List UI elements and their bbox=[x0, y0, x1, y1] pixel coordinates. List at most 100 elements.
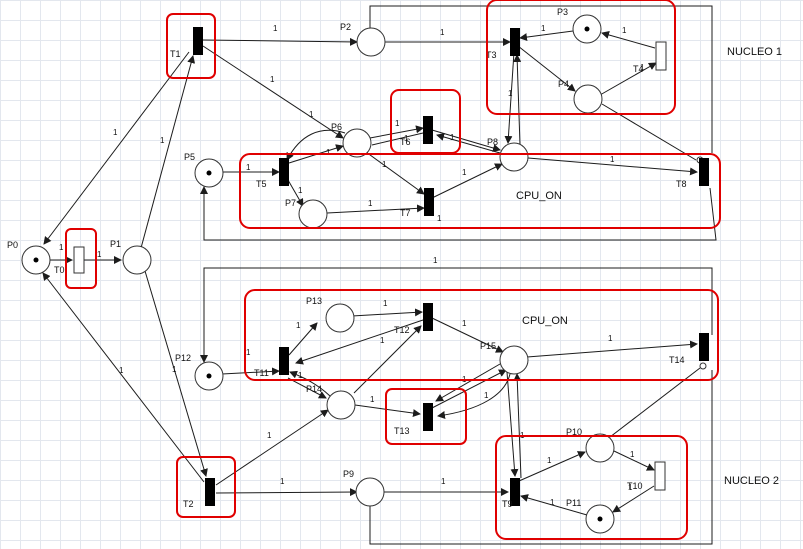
place-p8[interactable] bbox=[499, 142, 529, 172]
label-t5: T5 bbox=[256, 179, 267, 189]
arc-t6-p6-back bbox=[371, 132, 424, 146]
weight-label: 1 bbox=[630, 450, 635, 459]
arc-p15-t9 bbox=[506, 371, 519, 477]
inhibitor-end-t14 bbox=[699, 362, 707, 370]
arc-p6-t7 bbox=[365, 151, 425, 195]
weight-label: 1 bbox=[246, 163, 251, 172]
arc-p3-t3 bbox=[519, 30, 574, 42]
label-t6: T6 bbox=[400, 137, 411, 147]
weight-label: 1 bbox=[433, 256, 438, 265]
transition-t8[interactable] bbox=[699, 158, 709, 186]
label-p8: P8 bbox=[487, 137, 498, 147]
arc-t14-p12 bbox=[200, 267, 713, 363]
weight-label: 1 bbox=[172, 365, 177, 374]
transition-t6[interactable] bbox=[423, 116, 433, 144]
place-p7[interactable] bbox=[298, 199, 328, 229]
place-p1[interactable] bbox=[122, 245, 152, 275]
place-p10[interactable] bbox=[585, 433, 615, 463]
transition-t5[interactable] bbox=[279, 158, 289, 186]
arc-t7-p8 bbox=[431, 163, 503, 199]
highlight-box-nucleo1-top bbox=[486, 0, 676, 115]
label-cpu-on-1: CPU_ON bbox=[516, 190, 562, 202]
weight-label: 1 bbox=[395, 119, 400, 128]
arc-t1-p2 bbox=[202, 37, 358, 46]
weight-label: 1 bbox=[640, 63, 645, 72]
weight-label: 1 bbox=[622, 26, 627, 35]
weight-label: 1 bbox=[484, 391, 489, 400]
token-p12 bbox=[206, 373, 212, 379]
transition-t10[interactable] bbox=[654, 461, 666, 491]
transition-t1[interactable] bbox=[193, 27, 203, 55]
arc-t8-p5 bbox=[200, 186, 717, 241]
weight-label: 1 bbox=[270, 75, 275, 84]
place-p9[interactable] bbox=[355, 477, 385, 507]
transition-t13[interactable] bbox=[423, 403, 433, 431]
transition-t0[interactable] bbox=[73, 246, 85, 274]
transition-t4[interactable] bbox=[655, 41, 667, 71]
arc-t9-p10 bbox=[518, 451, 586, 482]
transition-t14[interactable] bbox=[699, 333, 709, 361]
weight-label: 1 bbox=[462, 168, 467, 177]
arc-p6-t5 bbox=[286, 129, 346, 161]
place-p6[interactable] bbox=[342, 128, 372, 158]
label-nucleo-2: NUCLEO 2 bbox=[724, 475, 779, 487]
labels: P0 P1 P2 P3 P4 P5 P6 P7 P8 P9 P10 P11 P1… bbox=[7, 7, 782, 509]
transition-t12[interactable] bbox=[423, 303, 433, 331]
highlight-box-cpu-on-2 bbox=[244, 289, 719, 381]
arc-p14-t12 bbox=[353, 325, 422, 394]
transition-t7[interactable] bbox=[424, 188, 434, 216]
weight-label: 1 bbox=[59, 243, 64, 252]
transition-t11[interactable] bbox=[279, 347, 289, 375]
highlight-box-t1 bbox=[166, 13, 216, 79]
arc-nucleo2-border bbox=[369, 370, 713, 545]
label-t1: T1 bbox=[170, 49, 181, 59]
label-t7: T7 bbox=[400, 208, 411, 218]
highlight-box-nucleo2-bottom bbox=[495, 435, 688, 540]
token-p0 bbox=[33, 257, 39, 263]
arc-p11-t9 bbox=[520, 494, 588, 516]
arc-t2-p0 bbox=[42, 272, 205, 483]
label-t8: T8 bbox=[676, 179, 687, 189]
weight-label: 1 bbox=[608, 334, 613, 343]
weight-label: 1 bbox=[119, 366, 124, 375]
place-p15[interactable] bbox=[499, 345, 529, 375]
weight-label: 1 bbox=[298, 186, 303, 195]
highlight-box-t13 bbox=[385, 388, 467, 445]
place-p4[interactable] bbox=[573, 84, 603, 114]
transition-t3[interactable] bbox=[510, 28, 520, 56]
arc-p7-t7 bbox=[326, 204, 425, 214]
place-p14[interactable] bbox=[326, 390, 356, 420]
weight-label: 1 bbox=[280, 477, 285, 486]
weight-label: 1 bbox=[246, 348, 251, 357]
weight-label: 1 bbox=[273, 24, 278, 33]
arc-t13-p15 bbox=[431, 369, 507, 409]
label-t0: T0 bbox=[54, 265, 65, 275]
weight-label: 1 bbox=[550, 498, 555, 507]
arc-t12-t11 bbox=[295, 319, 424, 365]
weight-label: 1 bbox=[326, 148, 331, 157]
arc-p14-t13 bbox=[354, 404, 421, 418]
weight-label: 1 bbox=[383, 299, 388, 308]
transition-t2[interactable] bbox=[205, 478, 215, 506]
label-nucleo-1: NUCLEO 1 bbox=[727, 46, 782, 58]
label-p14: P14 bbox=[306, 384, 322, 394]
label-t3: T3 bbox=[486, 50, 497, 60]
arc-t11-p14 bbox=[287, 377, 327, 399]
label-t11: T11 bbox=[254, 368, 269, 378]
label-p5: P5 bbox=[184, 152, 195, 162]
place-p13[interactable] bbox=[325, 303, 355, 333]
label-p4: P4 bbox=[558, 79, 569, 89]
label-p9: P9 bbox=[343, 469, 354, 479]
arc-t1-p0 bbox=[43, 51, 190, 245]
label-p6: P6 bbox=[331, 122, 342, 132]
weight-label: 1 bbox=[380, 336, 385, 345]
transition-t9[interactable] bbox=[510, 478, 520, 506]
place-p2[interactable] bbox=[356, 27, 386, 57]
arc-p12-t11 bbox=[221, 367, 280, 376]
arc-p1-t1 bbox=[140, 55, 196, 249]
arc-p8-t8 bbox=[527, 157, 698, 176]
arc-t12-p15 bbox=[431, 317, 504, 353]
arc-nucleo1-border bbox=[369, 5, 713, 153]
